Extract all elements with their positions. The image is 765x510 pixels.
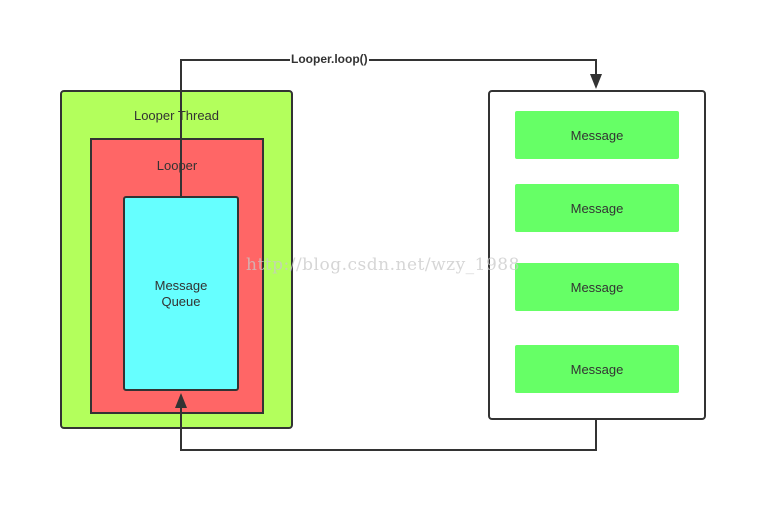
- message-queue-label-line2: Queue: [161, 294, 201, 309]
- message-queue-label-line1: Message: [154, 278, 208, 293]
- message-queue-label: Message Queue: [123, 278, 239, 310]
- message-node: Message: [515, 263, 679, 311]
- message-node: Message: [515, 345, 679, 393]
- loop-edge-arrowhead: [590, 74, 602, 89]
- looper-label: Looper: [156, 158, 198, 173]
- message-node: Message: [515, 184, 679, 232]
- message-node: Message: [515, 111, 679, 159]
- looper-loop-edge-label: Looper.loop(): [290, 52, 369, 66]
- looper-thread-label: Looper Thread: [133, 108, 220, 123]
- message-queue-box: [123, 196, 239, 391]
- watermark-text: http://blog.csdn.net/wzy_1988: [246, 255, 520, 275]
